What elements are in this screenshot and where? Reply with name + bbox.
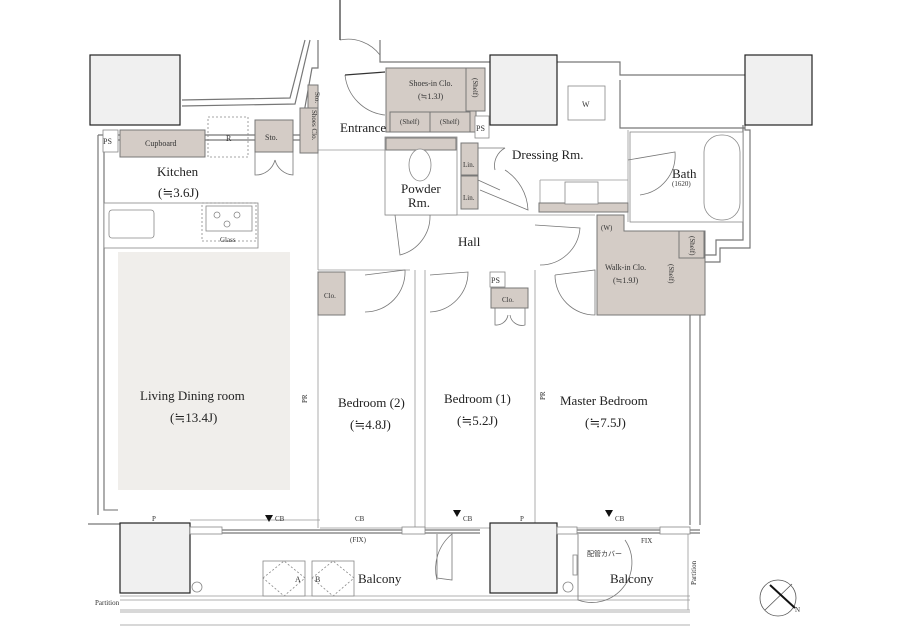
refrigerator-label: R [226, 134, 232, 143]
north-compass-icon [759, 579, 797, 617]
cb-label: CB [615, 515, 625, 523]
column [744, 54, 813, 126]
closet-bedroom1 [490, 287, 529, 309]
master-bedroom-size: (≒7.5J) [585, 415, 626, 430]
closet-label: Clo. [324, 292, 336, 300]
hall-label: Hall [458, 234, 481, 249]
doors [254, 0, 676, 603]
washer [567, 85, 606, 121]
bedroom2-label: Bedroom (2) [338, 395, 405, 410]
p-label: P [520, 515, 524, 523]
stove-area [201, 202, 257, 242]
shelf [465, 67, 486, 112]
living-floor-area [118, 252, 290, 490]
ps-box [474, 115, 490, 139]
master-bedroom-label: Master Bedroom [560, 393, 648, 408]
linen-label: Lin. [463, 161, 475, 169]
bedroom1-size: (≒5.2J) [457, 413, 498, 428]
column [119, 522, 191, 594]
bath-size: (1620) [672, 180, 691, 188]
cooktop [205, 205, 253, 232]
linen-closet [460, 142, 479, 176]
drain [562, 581, 574, 593]
unit-a-label: A [295, 575, 301, 584]
fix-label: FIX [641, 537, 652, 545]
balcony-right-label: Balcony [610, 571, 654, 586]
ps-label: PS [476, 124, 485, 133]
washer-label: W [582, 100, 590, 109]
column [89, 54, 181, 126]
shelf-label: (Shelf) [667, 264, 675, 284]
cb-label: CB [355, 515, 365, 523]
storage-label: Sto. [265, 133, 278, 142]
bedroom1-label: Bedroom (1) [444, 391, 511, 406]
shoes-in-closet-size: (≒1.3J) [418, 92, 443, 101]
walk-in-closet-label: Walk-in Clo. [605, 263, 646, 272]
shelf-label: (Shelf) [471, 78, 479, 98]
shoes-closet-label: Shoes Clo. [310, 110, 318, 141]
powder-room-label-2: Rm. [408, 195, 430, 210]
column [489, 522, 558, 594]
shelf-label: (Shelf) [440, 118, 460, 126]
pr-label: PR [301, 394, 309, 403]
unit-b-label: B [315, 575, 320, 584]
entrance-label: Entrance [340, 120, 386, 135]
ps-box [489, 271, 506, 288]
living-size: (≒13.4J) [170, 410, 217, 425]
shelf-label: (Shelf) [688, 236, 696, 256]
cb-label: CB [463, 515, 473, 523]
closet-bedroom2 [317, 271, 346, 316]
north-label: N [795, 606, 800, 614]
linen-closet [460, 175, 479, 210]
shelf-label: (Shelf) [400, 118, 420, 126]
kitchen-label: Kitchen [157, 164, 199, 179]
outdoor-unit-b [311, 560, 355, 597]
storage-entrance [307, 84, 319, 109]
cb-label: CB [275, 515, 285, 523]
fix-label: (FIX) [350, 536, 367, 544]
living-label: Living Dining room [140, 388, 245, 403]
refrigerator-space [207, 116, 249, 158]
cupboard [119, 129, 206, 158]
partition-label: Partition [690, 560, 698, 585]
drain [191, 581, 203, 593]
kitchen-size: (≒3.6J) [158, 185, 199, 200]
walk-in-closet [596, 214, 706, 316]
pr-label: PR [539, 391, 547, 400]
dressing-room-label: Dressing Rm. [512, 147, 584, 162]
washer-space-label: (W) [601, 224, 613, 232]
storage-kitchen [254, 119, 294, 153]
ps-label: PS [103, 137, 112, 146]
bedroom2-size: (≒4.8J) [350, 417, 391, 432]
powder-room-label: Powder [401, 181, 441, 196]
walls [88, 39, 751, 626]
walk-in-closet-size: (≒1.9J) [613, 276, 638, 285]
ps-label: PS [491, 276, 500, 285]
balcony-left-label: Balcony [358, 571, 402, 586]
partition-label: Partition [95, 599, 120, 607]
window-frames [189, 526, 691, 535]
column [489, 54, 558, 126]
closet-label: Clo. [502, 296, 514, 304]
storage-label: Sto. [313, 92, 321, 103]
glass-label: Glass [220, 236, 236, 244]
toilet [408, 148, 432, 182]
p-label: P [152, 515, 156, 523]
bathtub [703, 134, 741, 221]
linen-label: Lin. [463, 194, 475, 202]
shoes-in-closet-label: Shoes-in Clo. [409, 79, 453, 88]
sink [108, 209, 155, 239]
cupboard-label: Cupboard [145, 139, 177, 148]
ps-box [102, 129, 119, 153]
bath-label: Bath [672, 166, 697, 181]
pipe-cover-label: 配管カバー [587, 549, 622, 558]
